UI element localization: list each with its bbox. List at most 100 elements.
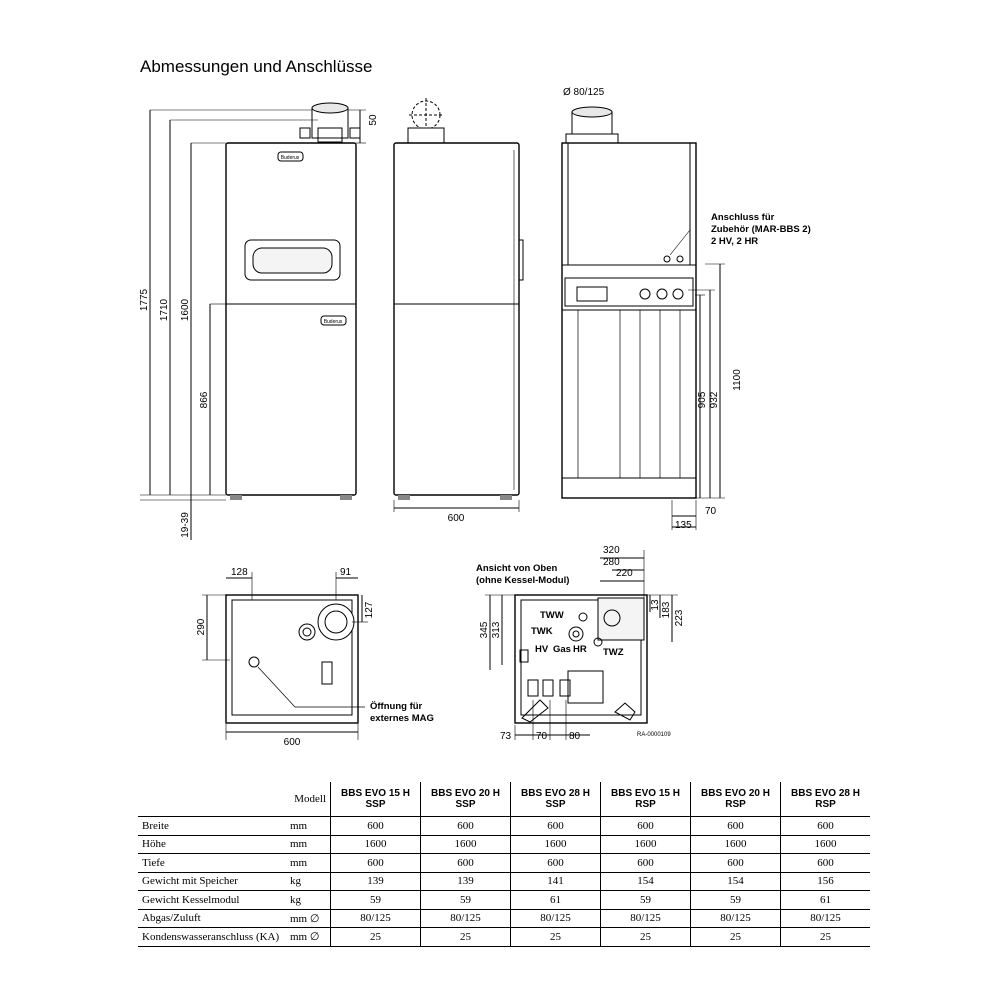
model-label: Modell (138, 782, 331, 817)
dim-70: 70 (705, 506, 717, 517)
row-parameter: Höhe (138, 835, 286, 854)
label-twz: TWZ (603, 647, 624, 658)
table-cell: 1600 (600, 835, 691, 854)
dim-80: 80 (569, 731, 581, 742)
row-parameter: Tiefe (138, 853, 286, 873)
column-variant: RSP (725, 799, 746, 810)
svg-text:Buderus: Buderus (281, 155, 300, 161)
dim-1100: 1100 (732, 369, 743, 391)
column-variant: SSP (455, 799, 476, 810)
table-cell: 600 (510, 816, 601, 836)
column-model: BBS EVO 15 H (341, 788, 410, 799)
column-model: BBS EVO 15 H (611, 788, 680, 799)
table-cell: 600 (510, 853, 601, 873)
label-hv: HV (535, 644, 549, 655)
dim-13: 13 (650, 599, 661, 611)
column-model: BBS EVO 28 H (791, 788, 860, 799)
table-cell: 600 (690, 816, 781, 836)
column-model: BBS EVO 20 H (431, 788, 500, 799)
table-cell: 600 (420, 853, 511, 873)
row-parameter: Gewicht mit Speicher (138, 872, 286, 891)
accessory-note-1: Anschluss für (711, 212, 775, 223)
row-unit: mm (286, 853, 331, 873)
dim-313: 313 (491, 621, 502, 638)
label-gas: Gas (553, 644, 571, 655)
dim-side-600: 600 (448, 513, 465, 524)
back-view (561, 106, 725, 530)
dim-280: 280 (603, 557, 620, 568)
column-variant: RSP (635, 799, 656, 810)
table-cell: 59 (690, 890, 781, 910)
dim-73: 73 (500, 731, 512, 742)
label-hr: HR (573, 644, 587, 655)
table-cell: 59 (420, 890, 511, 910)
table-cell: 154 (600, 872, 691, 891)
table-cell: 25 (780, 927, 870, 947)
table-cell: 1600 (510, 835, 601, 854)
row-parameter: Gewicht Kesselmodul (138, 890, 286, 910)
table-cell: 25 (330, 927, 421, 947)
table-cell: 61 (510, 890, 601, 910)
table-cell: 1600 (690, 835, 781, 854)
table-cell: 25 (690, 927, 781, 947)
table-cell: 25 (510, 927, 601, 947)
row-unit: mm (286, 835, 331, 854)
table-cell: 80/125 (600, 909, 691, 928)
table-cell: 61 (780, 890, 870, 910)
row-unit: kg (286, 872, 331, 891)
table-cell: 600 (690, 853, 781, 873)
dim-1600: 1600 (180, 298, 191, 321)
table-cell: 80/125 (420, 909, 511, 928)
dim-1710: 1710 (159, 298, 170, 321)
table-cell: 600 (600, 816, 691, 836)
dim-top-600: 600 (284, 737, 301, 748)
column-model: BBS EVO 28 H (521, 788, 590, 799)
dim-50: 50 (368, 114, 379, 126)
column-variant: SSP (365, 799, 386, 810)
row-parameter: Breite (138, 816, 286, 836)
top-view-open (485, 550, 678, 740)
table-cell: 600 (420, 816, 511, 836)
dim-1775: 1775 (139, 288, 150, 311)
table-cell: 1600 (420, 835, 511, 854)
table-cell: 1600 (780, 835, 870, 854)
flue-dim: Ø 80/125 (563, 87, 605, 98)
label-twk: TWK (531, 626, 553, 637)
page-title: Abmessungen und Anschlüsse (140, 57, 373, 76)
column-variant: SSP (545, 799, 566, 810)
top-open-caption-1: Ansicht von Oben (476, 563, 557, 574)
dim-135: 135 (675, 520, 692, 531)
table-cell: 141 (510, 872, 601, 891)
table-cell: 25 (600, 927, 691, 947)
dim-290: 290 (196, 618, 207, 635)
reference-code: RA-0000109 (637, 732, 671, 738)
svg-text:Buderus: Buderus (324, 319, 343, 325)
row-unit: kg (286, 890, 331, 910)
dim-932: 932 (709, 391, 720, 408)
row-unit: mm ∅ (286, 927, 331, 947)
technical-drawings: Buderus Buderus (139, 87, 811, 748)
table-cell: 80/125 (690, 909, 781, 928)
dim-91: 91 (340, 567, 352, 578)
dim-70b: 70 (536, 731, 548, 742)
label-tww: TWW (540, 610, 564, 621)
mag-note-1: Öffnung für (370, 701, 423, 712)
table-cell: 1600 (330, 835, 421, 854)
dim-128: 128 (231, 567, 248, 578)
table-cell: 139 (420, 872, 511, 891)
table-cell: 600 (330, 853, 421, 873)
row-unit: mm (286, 816, 331, 836)
row-parameter: Kondenswasseranschluss (KA) (138, 927, 286, 947)
